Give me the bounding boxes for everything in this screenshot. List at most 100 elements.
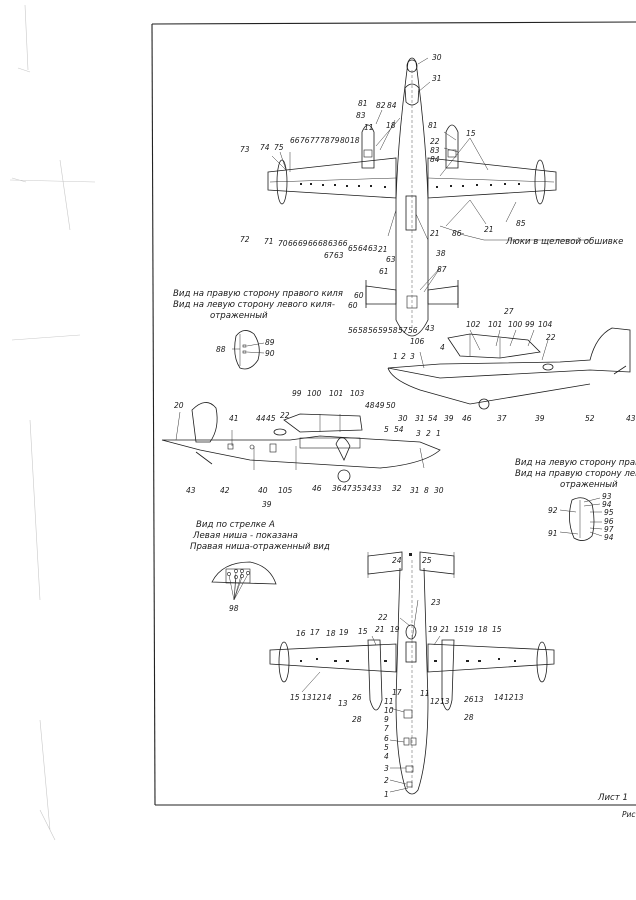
callout: 79 (330, 136, 340, 145)
callout: 39 (444, 414, 454, 423)
callout: 83 (430, 146, 440, 155)
arrow-a-caption-line3: Правая ниша-отраженный вид (190, 542, 330, 552)
callout: 63 (386, 255, 396, 264)
callout: 18 (326, 629, 336, 638)
callout: 66 (308, 239, 318, 248)
callout: 63 (328, 239, 338, 248)
corner-fragment: Рис (622, 810, 636, 819)
callout: 28 (464, 713, 474, 722)
callout: 9 (384, 715, 389, 724)
callout: 24 (392, 556, 402, 565)
callout: 96 (604, 517, 614, 526)
callout: 3 (384, 764, 389, 773)
callout: 22 (378, 613, 388, 622)
callout: 56 (348, 326, 358, 335)
sheet-label-block: Лист 1 Рис (597, 793, 636, 819)
callout: 101 (329, 389, 343, 398)
callout: 67 (324, 251, 334, 260)
fin-left-caption-line3: отраженный (560, 480, 618, 490)
callout: 74 (260, 143, 270, 152)
callout: 105 (278, 486, 293, 495)
callout: 11 (420, 689, 430, 698)
top-plan-view: 30 31 81 83 82 84 18 11 81 15 22 83 84 7… (240, 53, 623, 346)
callout: 13 (474, 695, 484, 704)
callout: 85 (516, 219, 526, 228)
callout: 5 (384, 743, 389, 752)
callout: 72 (240, 235, 250, 244)
callout: 43 (626, 414, 636, 423)
callout: 21 (440, 625, 450, 634)
callout: 13 (514, 693, 524, 702)
callout: 21 (484, 225, 494, 234)
callout: 8 (424, 486, 429, 495)
callout: 63 (368, 244, 378, 253)
callout: 37 (497, 414, 507, 423)
fin-right-caption-line1: Вид на правую сторону правого киля (173, 289, 343, 299)
callout: 18 (478, 625, 488, 634)
callout: 43 (425, 324, 435, 333)
callout: 10 (384, 706, 394, 715)
callout: 19 (339, 628, 349, 637)
callout: 31 (415, 414, 425, 423)
callout: 50 (386, 401, 396, 410)
callout: 66 (288, 239, 298, 248)
callout: 95 (604, 508, 614, 517)
callout: 77 (310, 136, 320, 145)
callout: 38 (436, 249, 446, 258)
callout: 13 (440, 697, 450, 706)
callout: 1 (393, 352, 398, 361)
callout: 60 (354, 291, 364, 300)
bottom-plan-view: 24 25 22 23 16 17 18 19 15 21 19 19 21 1… (269, 551, 555, 799)
callout: 42 (220, 486, 230, 495)
callout: 58 (388, 326, 398, 335)
fin-right-caption-line3: отраженный (210, 311, 268, 321)
callout: 69 (298, 239, 308, 248)
callout: 103 (350, 389, 365, 398)
callout: 41 (229, 414, 239, 423)
side-view-left: 20 41 44 45 22 99 100 101 103 48 49 50 5… (161, 389, 444, 509)
callout: 11 (364, 123, 374, 132)
callout: 14 (494, 693, 504, 702)
callout: 80 (340, 136, 350, 145)
callout: 7 (384, 724, 389, 733)
callout: 46 (312, 484, 322, 493)
callout: 61 (379, 267, 389, 276)
callout: 32 (392, 484, 402, 493)
callout: 13 (302, 693, 312, 702)
callout: 54 (428, 414, 438, 423)
callout: 6 (384, 734, 389, 743)
callout: 59 (378, 326, 388, 335)
callout: 1 (436, 429, 441, 438)
callout: 76 (300, 136, 310, 145)
callout: 31 (410, 486, 420, 495)
callout: 66 (338, 239, 348, 248)
callout: 73 (240, 145, 250, 154)
callout: 106 (410, 337, 425, 346)
callout: 97 (604, 525, 614, 534)
callout: 56 (408, 326, 418, 335)
callout: 92 (548, 506, 558, 515)
callout: 68 (318, 239, 328, 248)
callout: 12 (504, 693, 514, 702)
fin-right-caption-line2: Вид на левую сторону левого киля- (173, 300, 335, 310)
callout: 56 (368, 326, 378, 335)
callout: 14 (322, 693, 332, 702)
callout: 52 (585, 414, 595, 423)
callout: 34 (362, 484, 372, 493)
callout: 84 (430, 155, 440, 164)
callout: 39 (535, 414, 545, 423)
side-view-right: 102 101 27 100 99 104 22 4 1 2 3 30 31 5… (387, 307, 636, 423)
callout: 3 (416, 429, 421, 438)
callout: 5 (384, 425, 389, 434)
callout: 2 (401, 352, 406, 361)
callout: 11 (384, 697, 394, 706)
callout: 66 (290, 136, 300, 145)
callout: 13 (338, 699, 348, 708)
callout: 26 (352, 693, 362, 702)
callout: 47 (342, 484, 352, 493)
callout: 19 (428, 625, 438, 634)
callout: 15 (358, 627, 368, 636)
callout: 89 (265, 338, 275, 347)
callout: 81 (428, 121, 438, 130)
callout: 58 (358, 326, 368, 335)
